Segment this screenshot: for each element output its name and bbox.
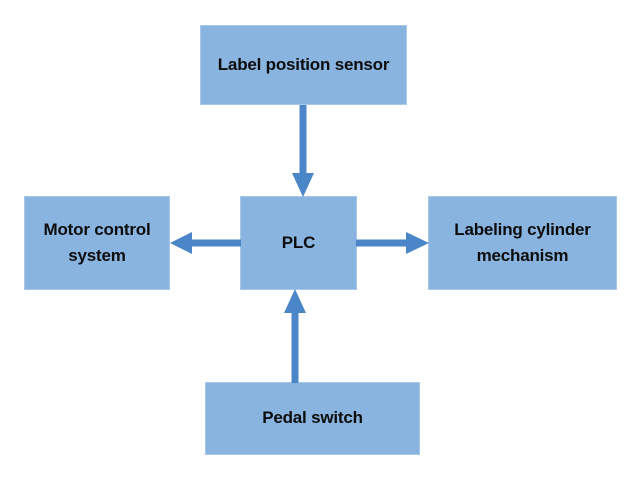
block-label-position-sensor: Label position sensor	[200, 25, 407, 105]
arrow-down-sensor-to-plc-icon	[290, 105, 316, 197]
block-labeling-cylinder-mechanism: Labeling cylinder mechanism	[428, 196, 617, 290]
block-pedal-switch: Pedal switch	[205, 382, 420, 455]
block-plc: PLC	[240, 196, 357, 290]
arrow-left-plc-to-motor-icon	[170, 230, 241, 256]
arrow-up-pedal-to-plc-icon	[282, 289, 308, 383]
block-motor-control-system: Motor control system	[24, 196, 170, 290]
arrow-right-plc-to-cylinder-icon	[356, 230, 429, 256]
